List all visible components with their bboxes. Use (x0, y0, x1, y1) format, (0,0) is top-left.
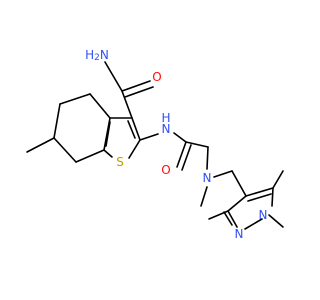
bond (272, 170, 284, 189)
bond (181, 144, 192, 171)
bond (268, 214, 284, 228)
bond (176, 141, 187, 168)
bond (223, 211, 233, 226)
pyrazole-n1-label: N (259, 208, 268, 222)
bond (231, 170, 247, 197)
bond (103, 149, 113, 158)
bond (127, 120, 136, 139)
bond (105, 121, 111, 147)
carbonyl-oxygen-label: O (152, 70, 161, 84)
bond (26, 137, 55, 153)
bond (208, 210, 229, 220)
pyrazole-n2-label: N (235, 227, 244, 241)
amide-nitrogen-label: N (162, 122, 171, 136)
bond (53, 137, 77, 163)
bond (104, 61, 123, 92)
molecule-diagram: H2N O N H S O N N N (26, 48, 284, 241)
bond (173, 132, 187, 143)
bond (121, 80, 151, 92)
bond (131, 117, 141, 141)
amide-hydrogen-label: H (161, 111, 170, 125)
bond (121, 90, 133, 119)
bonds (26, 61, 284, 230)
bond (227, 210, 238, 228)
bond (53, 103, 61, 139)
structure-svg: H2N O N H S O N N N (26, 48, 284, 241)
bond (128, 139, 141, 159)
atom-labels: H2N O N H S O N N N (85, 48, 267, 241)
tertiary-amine-label: N (203, 171, 212, 185)
bond (200, 186, 208, 207)
bond (227, 195, 247, 212)
bond (244, 218, 263, 230)
bond (245, 187, 274, 197)
bond (59, 93, 91, 105)
bond (271, 187, 274, 207)
bond (206, 146, 209, 170)
bond (75, 149, 105, 163)
bond (247, 193, 272, 202)
bond (213, 170, 233, 178)
sulfur-label: S (116, 155, 124, 169)
bond (124, 86, 154, 98)
bond (185, 141, 209, 148)
bond (139, 133, 159, 141)
nh2-label: H2N (85, 48, 109, 63)
amide-oxygen-label: O (161, 163, 170, 177)
bond (89, 93, 111, 119)
